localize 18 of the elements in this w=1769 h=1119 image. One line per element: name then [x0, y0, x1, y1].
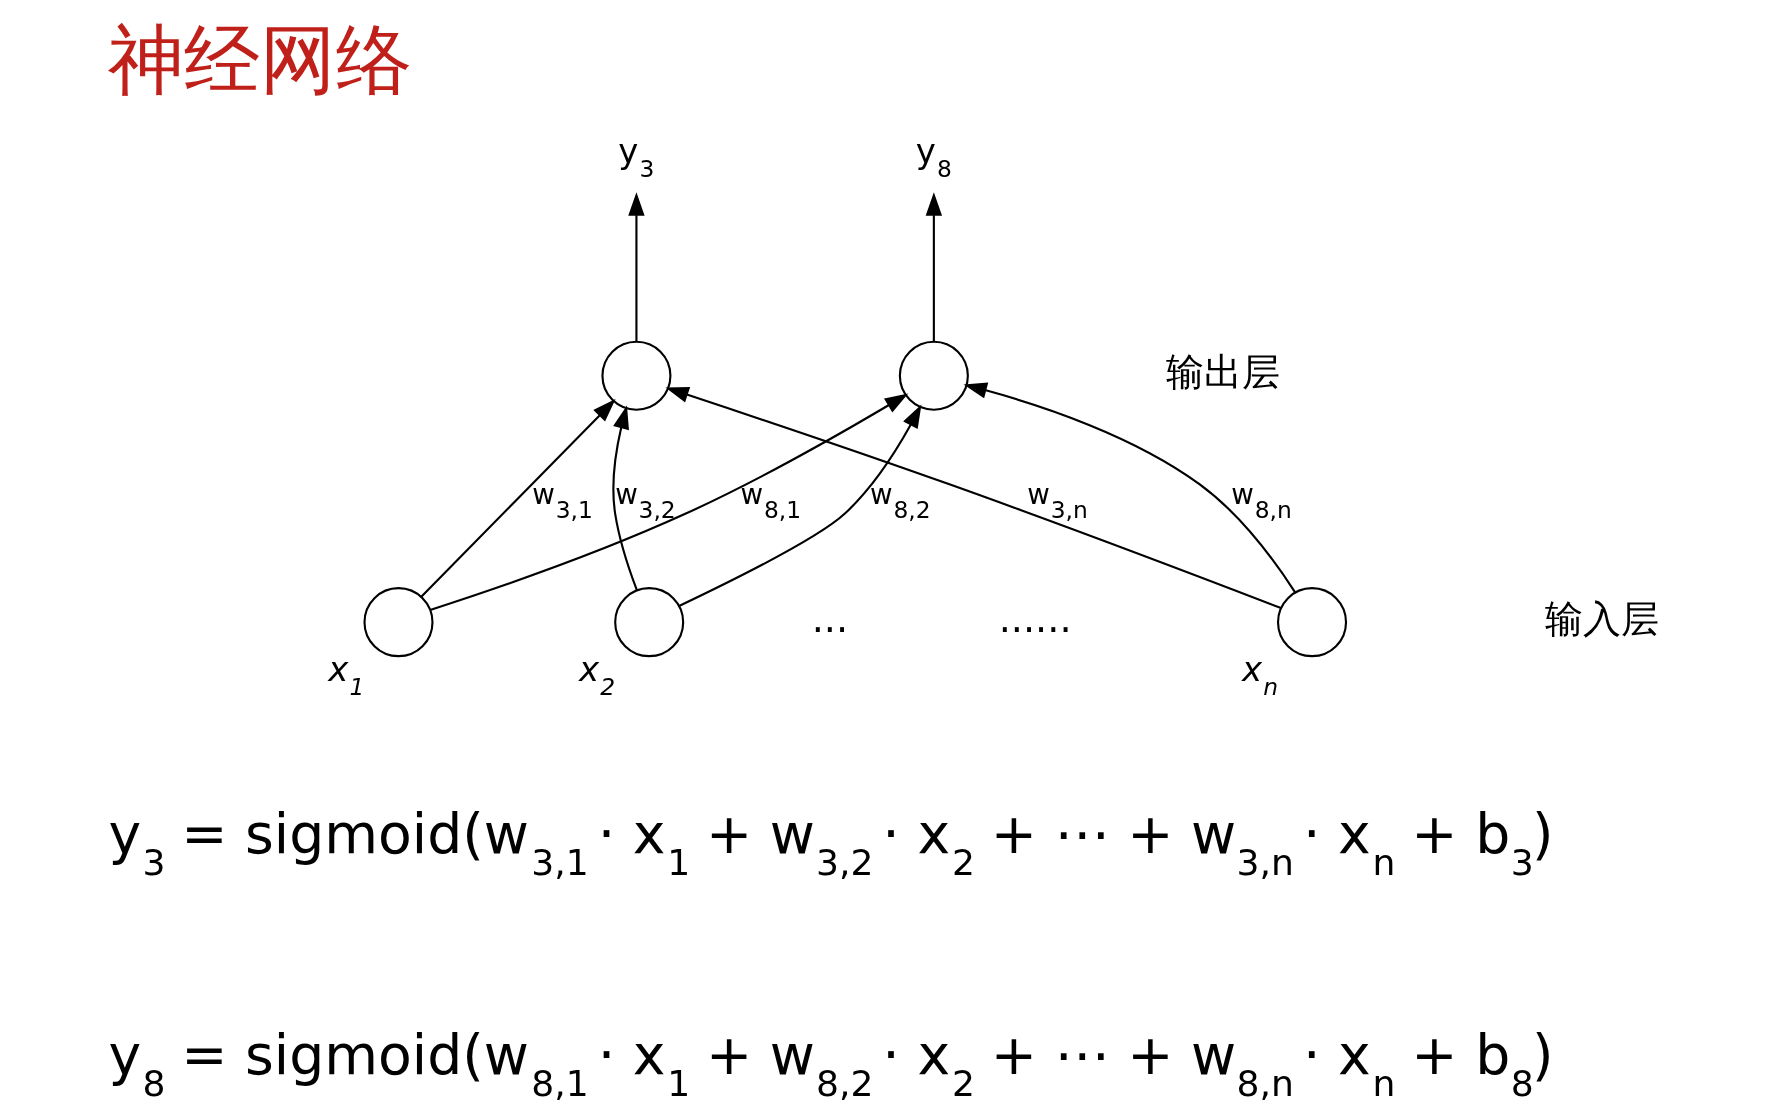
node-text: y$_{8}$ [915, 130, 952, 183]
edge-label: w$_{3,n}$ [1026, 478, 1088, 525]
label: ... [811, 596, 848, 641]
node-label: x$_{1}$ [327, 649, 364, 702]
edge-label: w$_{8,2}$ [869, 478, 931, 525]
diagram-title: 神经网络 [107, 15, 412, 105]
edge-label: w$_{8,n}$ [1230, 478, 1292, 525]
edge-label: w$_{3,1}$ [531, 478, 593, 525]
label: 输出层 [1166, 350, 1280, 395]
label: ...... [998, 596, 1072, 641]
label: y$_{8}$ = sigmoid(w$_{8,1}$ · x$_{1}$ + w$_{8,2}$ · x$_{2}$ + ⋯ + w$_{8,n}$ · x$_{n}$ + b$_{8}$) [107, 1023, 1553, 1105]
edge-label: w$_{8,1}$ [740, 478, 801, 525]
node-label: x$_{2}$ [578, 649, 615, 702]
edge-label: w$_{3,2}$ [614, 478, 676, 525]
label: y$_{3}$ = sigmoid(w$_{3,1}$ · x$_{1}$ + w$_{3,2}$ · x$_{2}$ + ⋯ + w$_{3,n}$ · x$_{n}$ + b$_{3}$) [107, 802, 1553, 884]
node-label: x$_{n}$ [1241, 649, 1278, 702]
node-text: y$_{3}$ [617, 130, 654, 183]
label: 输入层 [1544, 596, 1659, 641]
